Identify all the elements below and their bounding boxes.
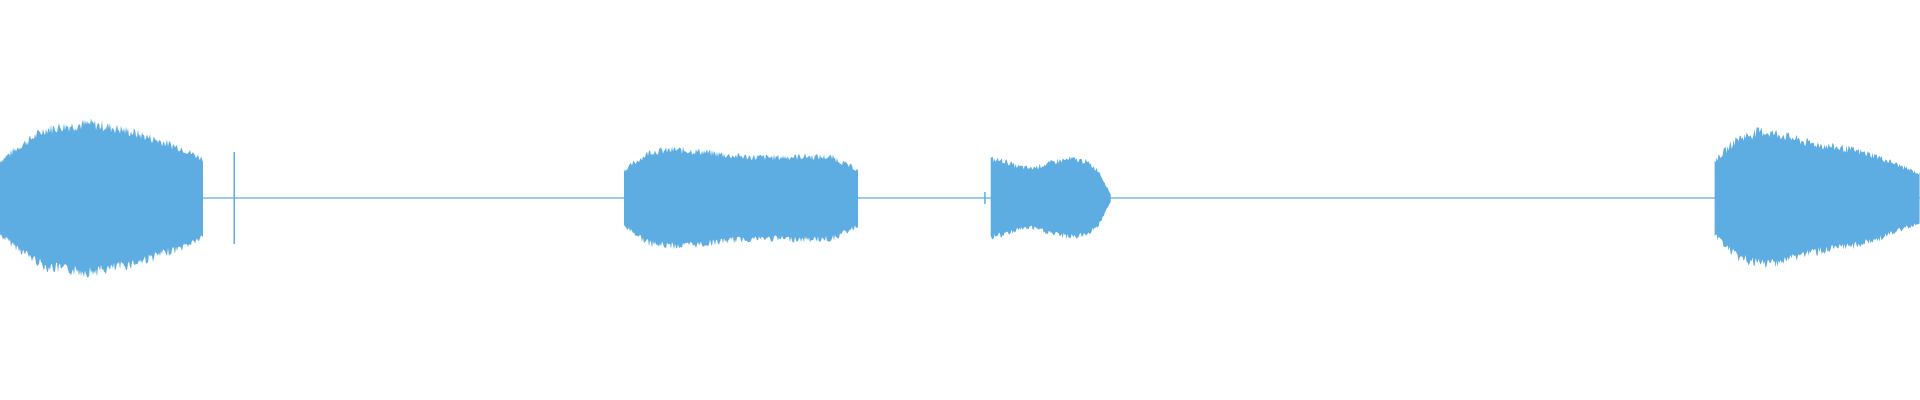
sound-segment-1 xyxy=(0,118,203,278)
waveform-spikes-layer xyxy=(233,152,986,244)
sound-segment-4 xyxy=(1714,127,1920,269)
sound-segment-3 xyxy=(990,156,1111,240)
sound-segment-2 xyxy=(624,146,858,250)
waveform-segments-layer xyxy=(0,118,1920,278)
